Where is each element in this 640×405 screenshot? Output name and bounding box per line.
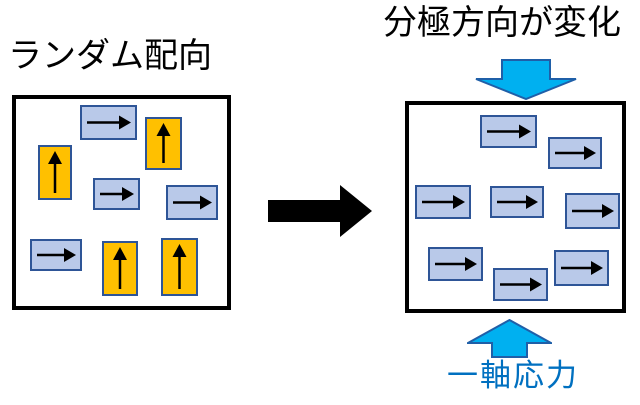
domain-piece-horizontal [93,178,140,210]
polarization-arrow-icon [37,248,76,262]
polarization-arrow-icon [100,187,134,201]
random-orientation-title: ランダム配向 [8,37,212,75]
polarization-arrow-icon [487,124,531,139]
polarization-arrow-icon [113,247,127,289]
domain-piece-horizontal [554,250,609,286]
stress-up-arrow-icon [467,319,552,358]
polarization-arrow-icon [48,151,62,193]
polarization-arrow-icon [500,277,542,292]
random-orientation-box [12,95,231,310]
domain-piece-horizontal [30,239,82,271]
domain-piece-vertical [38,145,72,200]
domain-piece-horizontal [415,185,471,219]
domain-piece-vertical [102,241,138,296]
domain-piece-horizontal [493,268,548,301]
domain-piece-horizontal [166,185,218,220]
polarization-arrow-icon [561,261,603,275]
polarization-arrow-icon [87,115,131,130]
polarization-change-title: 分極方向が変化 [383,4,621,42]
domain-piece-horizontal [490,186,544,218]
domain-piece-vertical [145,117,182,170]
domain-piece-vertical [161,238,198,296]
polarization-arrow-icon [422,195,465,209]
domain-piece-horizontal [80,105,137,140]
domain-piece-horizontal [548,137,602,169]
aligned-orientation-box [405,101,626,313]
transform-arrow-icon [268,185,372,237]
polarization-arrow-icon [572,204,614,218]
polarization-arrow-icon [156,123,171,163]
domain-piece-horizontal [565,193,620,229]
polarization-arrow-icon [555,146,596,160]
domain-piece-horizontal [428,247,483,281]
polarization-arrow-icon [435,257,477,271]
polarization-arrow-icon [497,195,538,209]
polarization-arrow-icon [173,195,212,210]
uniaxial-stress-label: 一軸応力 [447,358,579,393]
domain-piece-horizontal [480,115,537,148]
stress-down-arrow-icon [475,59,577,100]
polarization-arrow-icon [172,244,187,289]
